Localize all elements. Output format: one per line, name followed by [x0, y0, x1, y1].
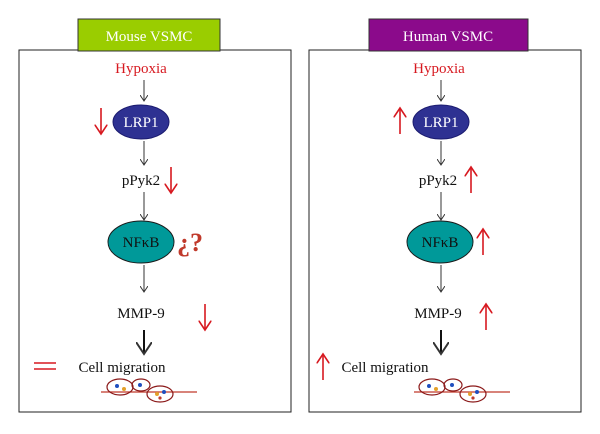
mouse-nfkb-node	[107, 220, 175, 264]
human-header-box	[368, 18, 529, 52]
human-lrp1-label: LRP1	[423, 115, 458, 131]
human-migration-label: Cell migration	[341, 360, 429, 376]
mouse-nfkb-unknown-mark: ¿?	[177, 228, 203, 257]
mouse-migration-equal-sign	[34, 362, 56, 370]
human-nfkb-label: NFκB	[422, 235, 459, 251]
human-ppyk2-label: pPyk2	[419, 173, 457, 189]
mouse-lrp1-label: LRP1	[123, 115, 158, 131]
mouse-header-label: Mouse VSMC	[106, 29, 193, 45]
mouse-cell-cluster-icon	[101, 378, 197, 403]
mouse-hypoxia-label: Hypoxia	[115, 61, 167, 77]
human-lrp1-node	[412, 104, 470, 140]
mouse-migration-label: Cell migration	[78, 360, 166, 376]
human-hypoxia-label: Hypoxia	[413, 61, 465, 77]
human-nfkb-node	[406, 220, 474, 264]
mouse-mmp9-label: MMP-9	[117, 306, 165, 322]
human-panel: Human VSMC Hypoxia LRP1 pPyk2 NFκB MMP-9…	[308, 18, 582, 413]
mouse-panel: Mouse VSMC Hypoxia LRP1 pPyk2 NFκB ¿? MM…	[18, 18, 292, 413]
mouse-header-box	[77, 18, 221, 52]
mouse-nfkb-label: NFκB	[123, 235, 160, 251]
mouse-ppyk2-label: pPyk2	[122, 173, 160, 189]
human-cell-cluster-icon	[414, 378, 510, 403]
human-header-label: Human VSMC	[403, 29, 493, 45]
human-mmp9-label: MMP-9	[414, 306, 462, 322]
mouse-lrp1-node	[112, 104, 170, 140]
